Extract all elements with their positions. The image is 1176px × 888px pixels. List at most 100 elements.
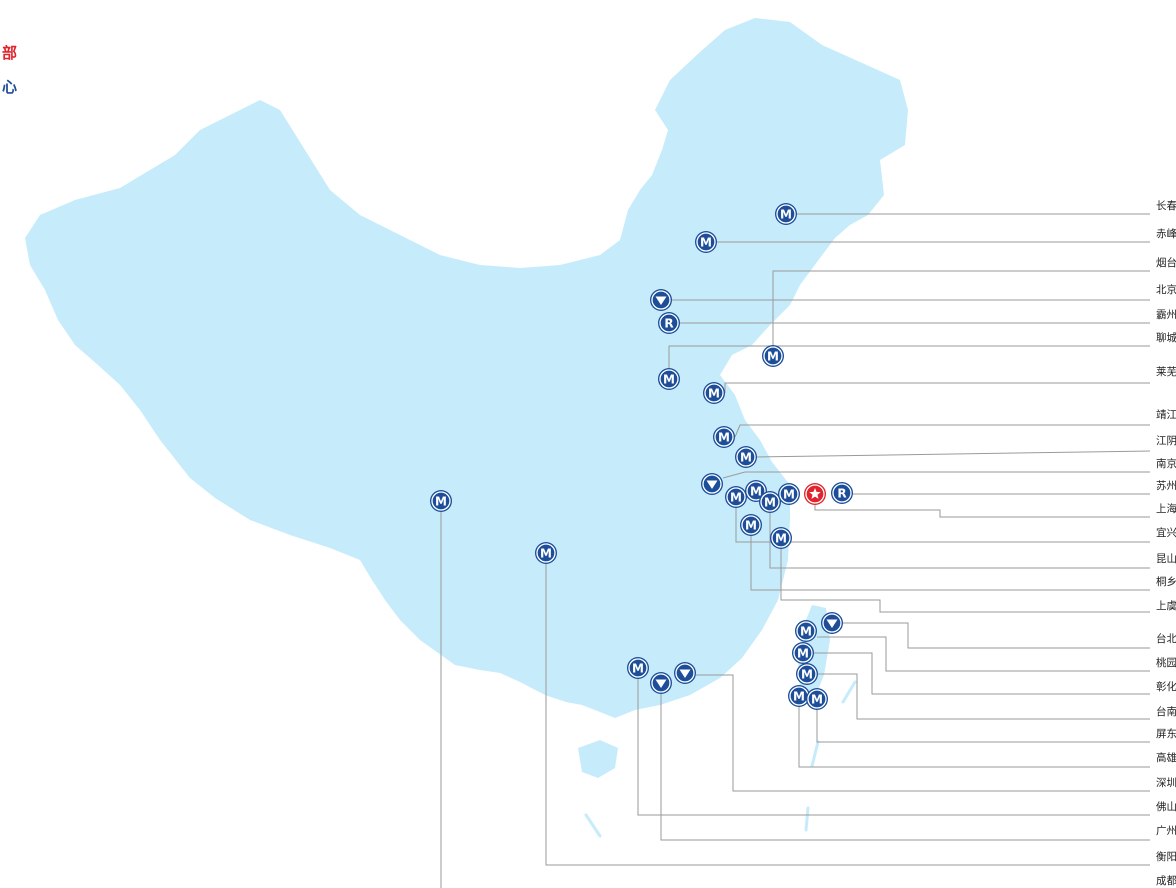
china-landmass (25, 18, 908, 718)
m-badge-icon: M (430, 490, 452, 512)
m-badge-icon: M (775, 203, 797, 225)
m-badge-icon: M (759, 491, 781, 513)
m-badge-icon: M (658, 368, 680, 390)
m-badge-icon: M (627, 657, 649, 679)
city-label: 衡阳 (1156, 851, 1176, 863)
leader-line (722, 471, 1150, 479)
marker-letter: M (764, 495, 776, 509)
leader-line (818, 673, 1150, 720)
m-badge-icon: M (762, 345, 784, 367)
city-label: 桐乡 (1156, 575, 1176, 588)
city-label: 屏东 (1156, 727, 1176, 740)
leader-line (780, 549, 1150, 613)
m-badge-icon: M (713, 426, 735, 448)
leader-line (750, 536, 1150, 591)
down-triangle-icon (650, 289, 672, 311)
city-label: 江阴 (1156, 435, 1176, 447)
marker-letter: R (664, 316, 673, 330)
leader-line (734, 424, 1150, 438)
decorative-islands (584, 680, 857, 838)
marker-letter: M (811, 692, 823, 706)
leader-line (724, 382, 1150, 393)
legend-rd-center: 心 (2, 78, 18, 96)
leader-line (756, 450, 1151, 458)
down-triangle-icon (674, 662, 696, 684)
leader-line (637, 679, 1150, 816)
city-label: 宜兴 (1156, 526, 1176, 539)
marker-letter: M (730, 490, 742, 504)
leader-line (772, 270, 1150, 345)
city-label: 聊城 (1156, 331, 1176, 344)
r-badge-icon: R (658, 312, 680, 334)
marker-letter: M (663, 372, 675, 386)
city-label: 彰化 (1156, 680, 1176, 693)
city-label: 靖江 (1156, 408, 1176, 421)
city-label: 烟台 (1156, 256, 1176, 269)
marker-letter: M (775, 531, 787, 545)
city-label: 高雄 (1156, 751, 1176, 764)
leader-line (817, 636, 1150, 672)
down-triangle-icon (821, 612, 843, 634)
m-badge-icon: M (795, 620, 817, 642)
m-badge-icon: M (806, 688, 828, 710)
m-badge-icon: M (703, 382, 725, 404)
m-badge-icon: M (695, 231, 717, 253)
city-label: 深圳 (1156, 777, 1176, 789)
marker-letter: M (435, 494, 447, 508)
city-label: 上虞 (1156, 599, 1176, 612)
down-triangle-icon (701, 473, 723, 495)
m-badge-icon: M (770, 527, 792, 549)
city-label: 赤峰 (1156, 228, 1176, 240)
marker-letter: M (801, 667, 813, 681)
m-badge-icon: M (778, 483, 800, 505)
city-label: 佛山 (1156, 800, 1176, 813)
city-label: 台北 (1156, 632, 1176, 645)
leader-line (798, 707, 1150, 768)
leader-line (696, 674, 1150, 792)
city-labels: 长春赤峰烟台北京霸州聊城莱芜靖江江阴南京苏州上海宜兴昆山桐乡上虞台北桃园彰化台南… (1156, 200, 1176, 887)
down-triangle-icon (650, 672, 672, 694)
r-badge-icon: R (831, 482, 853, 504)
city-label: 桃园 (1156, 656, 1176, 669)
city-label: 台南 (1156, 705, 1176, 718)
marker-letter: R (837, 486, 846, 500)
city-label: 广州 (1156, 825, 1176, 837)
leader-lines (440, 213, 1151, 888)
legend-headquarters: 部 (2, 44, 18, 62)
city-label: 成都 (1156, 875, 1176, 887)
marker-letter: M (793, 689, 805, 703)
leader-line (660, 694, 1150, 841)
marker-letter: M (767, 349, 779, 363)
marker-letter: M (783, 487, 795, 501)
leader-line (769, 513, 1150, 569)
city-label: 霸州 (1156, 309, 1176, 321)
marker-letter: M (700, 235, 712, 249)
m-badge-icon: M (735, 446, 757, 468)
m-badge-icon: M (535, 542, 557, 564)
city-label: 长春 (1156, 200, 1176, 212)
marker-letter: M (797, 646, 809, 660)
m-badge-icon: M (796, 663, 818, 685)
leader-line (735, 508, 1150, 543)
m-badge-icon: M (740, 514, 762, 536)
leader-line (843, 622, 1150, 649)
m-badge-icon: M (725, 486, 747, 508)
marker-letter: M (718, 430, 730, 444)
city-label: 昆山 (1156, 553, 1176, 565)
marker-letter: M (800, 624, 812, 638)
leader-line (545, 564, 1150, 866)
marker-letter: M (540, 546, 552, 560)
marker-letter: M (740, 450, 752, 464)
star-icon (804, 483, 826, 505)
leader-line (814, 652, 1150, 695)
marker-letter: M (745, 518, 757, 532)
city-label: 上海 (1156, 502, 1176, 515)
m-badge-icon: M (792, 642, 814, 664)
hainan-island (578, 740, 618, 778)
marker-letter: M (708, 386, 720, 400)
leader-line (814, 505, 1150, 518)
marker-letter: M (780, 207, 792, 221)
city-label: 南京 (1156, 457, 1176, 470)
